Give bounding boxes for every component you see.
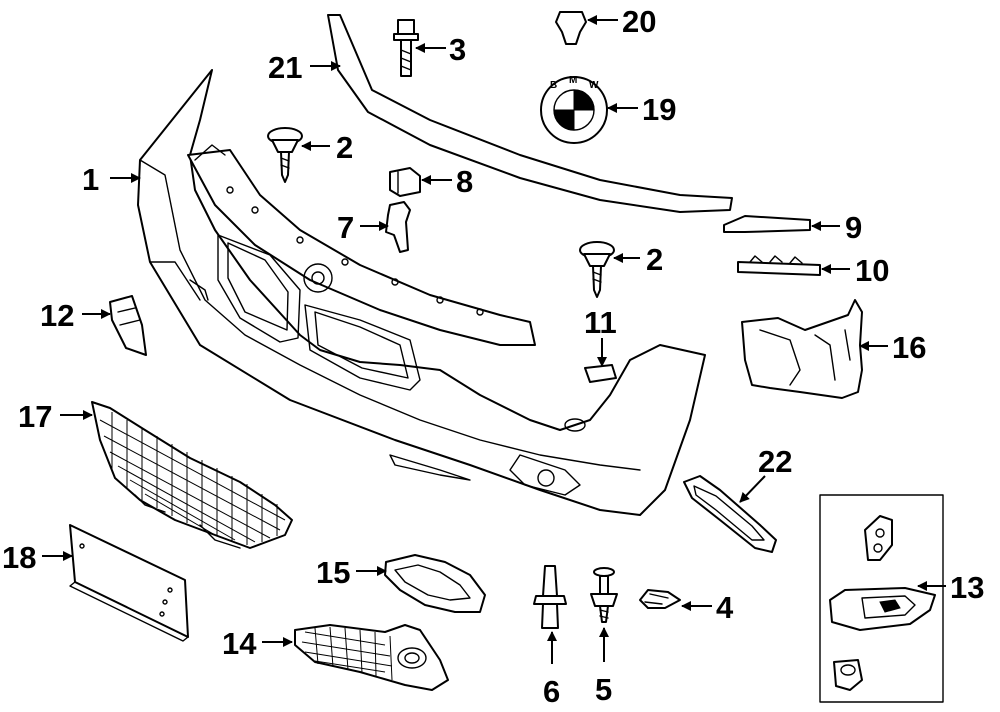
callout-4: 4 [716,590,734,625]
callout-2-upper: 2 [336,130,353,165]
fog-lamp-grille-part [294,624,449,691]
inset-box-part [819,494,944,703]
upper-trim-strip-part [327,14,733,213]
emblem-letter-b: B [550,80,557,91]
trim-strip-part [723,215,811,233]
leader-lines [42,15,946,664]
callout-9: 9 [845,210,862,245]
label-part [584,364,617,383]
callout-19: 19 [642,92,676,127]
license-plate-base-part [69,524,189,642]
callout-10: 10 [855,253,889,288]
side-bracket-part [109,295,147,356]
screw-lower-part [579,241,615,298]
retainer-clip-part [639,589,681,609]
callout-6: 6 [543,674,560,709]
callout-5: 5 [595,672,612,707]
bolt-part [393,19,419,77]
callout-21: 21 [268,50,302,85]
lower-grille-part [91,401,293,549]
reflector-ring-part [683,475,777,553]
callout-18: 18 [2,540,36,575]
bumper-cover-part [137,69,706,516]
support-bracket-part [741,299,863,399]
callout-8: 8 [456,164,473,199]
holder-part [385,201,411,253]
callout-labels: 1 2 2 3 4 5 6 7 8 9 10 11 12 13 14 15 16… [2,4,984,709]
emblem-letter-m: M [569,75,577,86]
callout-14: 14 [222,626,257,661]
callout-11: 11 [584,305,617,340]
callout-13: 13 [950,570,984,605]
mount-holes [226,186,484,316]
nut-part [555,11,587,45]
clip-pin-part [590,567,618,623]
emblem-letter-w: W [589,80,599,91]
callout-3: 3 [449,32,466,67]
clip-strip-part [737,255,821,276]
callout-12: 12 [40,298,74,333]
emblem-part: B M W [540,75,608,144]
callout-16: 16 [892,330,926,365]
callout-22: 22 [758,444,792,479]
bracket-part [389,167,421,197]
push-pin-part [533,565,567,629]
callout-1: 1 [82,162,99,197]
callout-15: 15 [316,555,350,590]
fog-trim-ring-part [384,554,486,613]
screw-upper-part [267,127,303,183]
callout-20: 20 [622,4,656,39]
callout-17: 17 [18,399,52,434]
callout-7: 7 [337,210,354,245]
callout-2-lower: 2 [646,242,663,277]
